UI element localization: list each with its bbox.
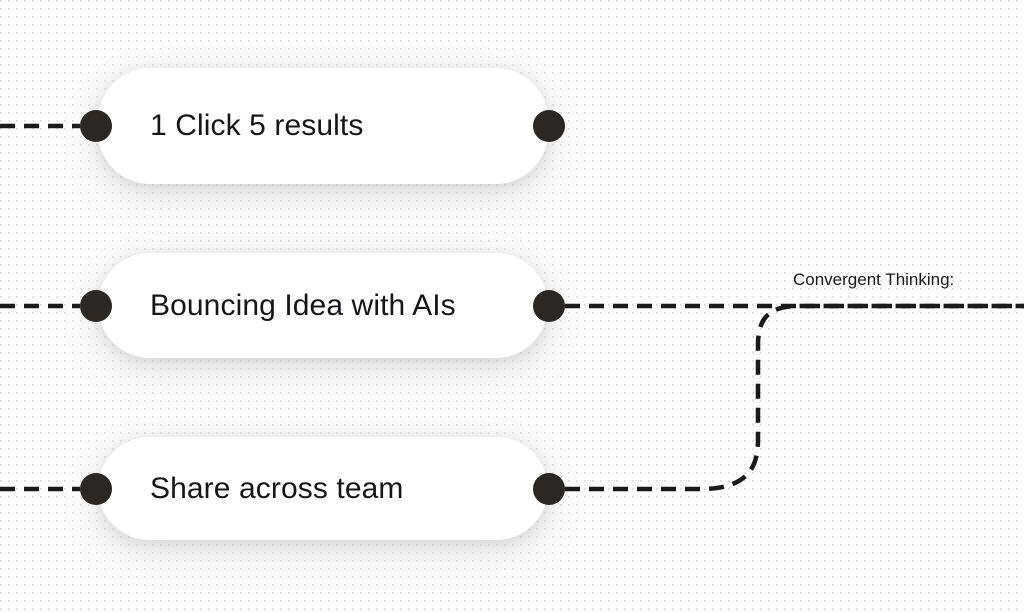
node-label: 1 Click 5 results xyxy=(150,109,364,142)
node-bouncing-idea-with-ais[interactable]: Bouncing Idea with AIs xyxy=(98,253,548,358)
node-share-across-team[interactable]: Share across team xyxy=(98,437,548,540)
port-input-node-1[interactable] xyxy=(80,110,112,142)
node-1-click-5-results[interactable]: 1 Click 5 results xyxy=(98,68,548,184)
edge-label-convergent-thinking: Convergent Thinking: xyxy=(793,270,955,289)
port-input-node-3[interactable] xyxy=(80,473,112,505)
node-label: Bouncing Idea with AIs xyxy=(150,288,456,322)
node-label: Share across team xyxy=(150,471,404,505)
port-output-node-2[interactable] xyxy=(533,290,565,322)
edge-node-3-merge-up xyxy=(565,303,1024,492)
port-input-node-2[interactable] xyxy=(80,290,112,322)
port-output-node-3[interactable] xyxy=(533,473,565,505)
port-output-node-1[interactable] xyxy=(533,110,565,142)
